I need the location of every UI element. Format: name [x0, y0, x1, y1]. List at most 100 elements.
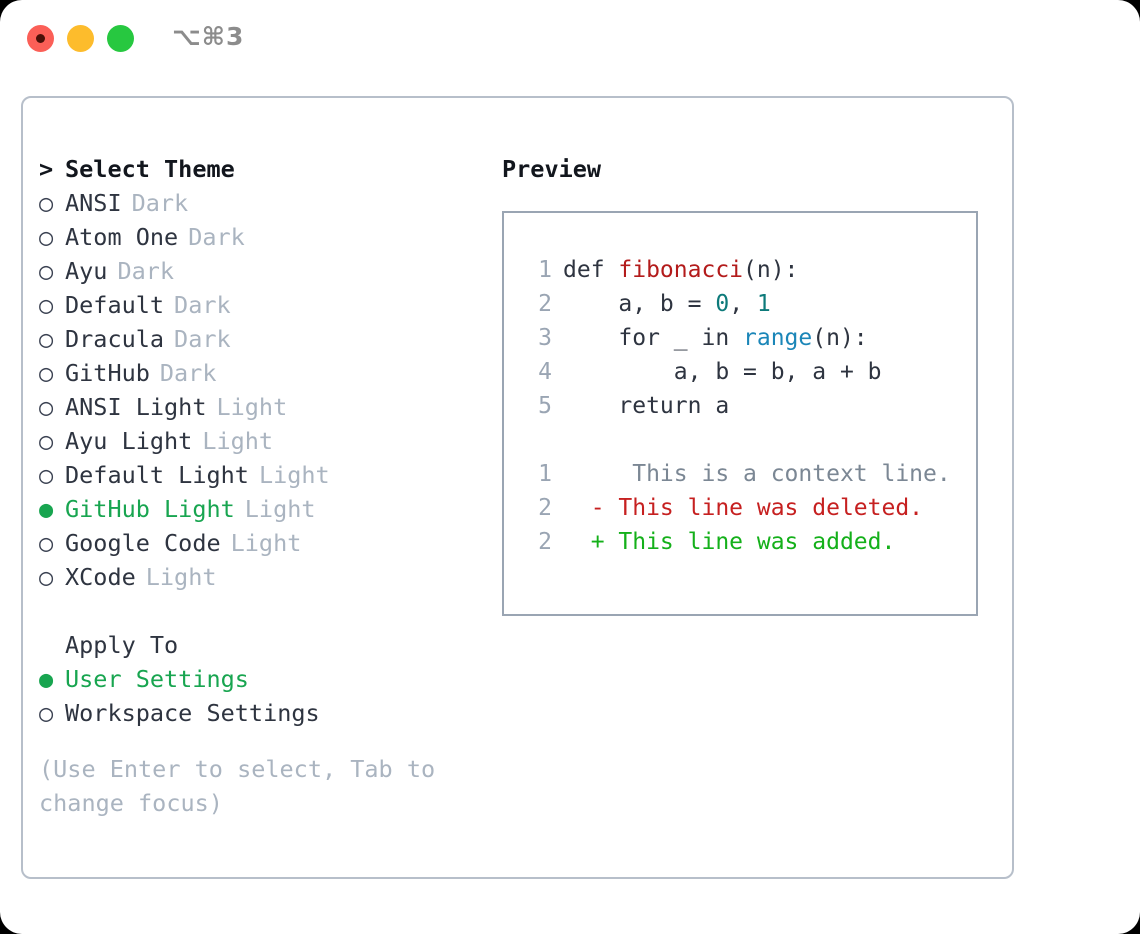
radio-unselected-icon: ○ — [39, 461, 54, 489]
code-token: (n): — [812, 325, 868, 351]
maximize-button[interactable] — [107, 25, 134, 52]
apply-to-label: Workspace Settings — [65, 699, 320, 727]
theme-variant-tag: Dark — [174, 325, 231, 353]
line-number: 5 — [538, 393, 552, 419]
radio-unselected-icon: ○ — [39, 393, 54, 421]
diff-sample: 1 This is a context line.2 - This line w… — [526, 457, 976, 559]
theme-variant-tag: Dark — [188, 223, 245, 251]
theme-variant-tag: Dark — [159, 359, 217, 387]
diff-text: This is a context line. — [563, 461, 951, 487]
caret-icon: > — [39, 155, 54, 183]
theme-list-item[interactable]: ○ Ayu Dark — [39, 254, 489, 288]
code-token: , — [729, 291, 757, 317]
select-theme-header: > Select Theme — [39, 152, 489, 186]
code-token: a, b = — [563, 291, 716, 317]
code-token: for _ in — [563, 325, 744, 351]
line-number: 4 — [538, 359, 552, 385]
help-text: (Use Enter to select, Tab to change focu… — [39, 755, 436, 817]
code-token: 1 — [756, 291, 771, 317]
theme-variant-tag: Dark — [174, 291, 231, 319]
theme-variant-tag: Light — [216, 393, 288, 421]
diff-line: 2 - This line was deleted. — [526, 491, 976, 525]
radio-unselected-icon: ○ — [39, 427, 54, 455]
line-number: 1 — [538, 461, 552, 487]
theme-list-item[interactable]: ○ Google Code Light — [39, 526, 489, 560]
radio-unselected-icon: ○ — [39, 359, 54, 387]
line-number: 1 — [538, 257, 552, 283]
theme-variant-tag: Dark — [117, 257, 175, 285]
theme-name: ANSI Light — [65, 393, 207, 421]
code-token: a, b = b, a + b — [563, 359, 882, 385]
preview-heading: Preview — [502, 155, 602, 183]
line-number: 2 — [538, 529, 552, 555]
keyboard-shortcut-label: ⌥⌘3 — [172, 22, 245, 51]
code-token: fibonacci — [618, 257, 744, 283]
theme-variant-tag: Light — [145, 563, 217, 591]
theme-list-item[interactable]: ○ ANSI Light Light — [39, 390, 489, 424]
theme-list-item[interactable]: ○ Dracula Dark — [39, 322, 489, 356]
theme-name: XCode — [65, 563, 136, 591]
list-spacer — [39, 594, 489, 628]
diff-line: 2 + This line was added. — [526, 525, 976, 559]
theme-name: Ayu — [65, 257, 108, 285]
theme-variant-tag: Light — [230, 529, 302, 557]
code-line: 5 return a — [526, 389, 976, 423]
theme-list-item[interactable]: ○ Default Light Light — [39, 458, 489, 492]
line-number: 2 — [538, 495, 552, 521]
radio-selected-icon: ● — [39, 665, 54, 693]
minimize-button[interactable] — [67, 25, 94, 52]
theme-name: ANSI — [65, 189, 122, 217]
code-diff-spacer — [526, 423, 976, 457]
code-token: def — [563, 257, 619, 283]
theme-name: Atom One — [65, 223, 179, 251]
radio-unselected-icon: ○ — [39, 291, 54, 319]
theme-name: GitHub — [65, 359, 150, 387]
diff-line: 1 This is a context line. — [526, 457, 976, 491]
code-line: 2 a, b = 0, 1 — [526, 287, 976, 321]
theme-name: Default — [65, 291, 165, 319]
radio-unselected-icon: ○ — [39, 257, 54, 285]
theme-name: Ayu Light — [65, 427, 193, 455]
code-token: range — [743, 325, 813, 351]
radio-unselected-icon: ○ — [39, 699, 54, 727]
theme-list-item[interactable]: ○ Default Dark — [39, 288, 489, 322]
theme-name: Dracula — [65, 325, 165, 353]
apply-to-title: Apply To — [65, 631, 179, 659]
theme-list-item[interactable]: ○ Ayu Light Light — [39, 424, 489, 458]
theme-name: Default Light — [65, 461, 249, 489]
code-line: 4 a, b = b, a + b — [526, 355, 976, 389]
radio-unselected-icon: ○ — [39, 529, 54, 557]
line-number: 3 — [538, 325, 552, 351]
theme-list-item[interactable]: ○ XCode Light — [39, 560, 489, 594]
theme-list-item[interactable]: ○ GitHub Dark — [39, 356, 489, 390]
diff-text: + This line was added. — [563, 529, 896, 555]
radio-unselected-icon: ○ — [39, 223, 54, 251]
apply-to-label: User Settings — [65, 665, 249, 693]
theme-variant-tag: Light — [244, 495, 316, 523]
radio-unselected-icon: ○ — [39, 563, 54, 591]
theme-name: Google Code — [65, 529, 221, 557]
theme-variant-tag: Light — [202, 427, 274, 455]
apply-to-option[interactable]: ● User Settings — [39, 662, 489, 696]
blank-marker: ○ — [39, 628, 65, 662]
radio-unselected-icon: ○ — [39, 189, 54, 217]
close-button[interactable] — [27, 25, 54, 52]
apply-to-header: ○Apply To — [39, 628, 489, 662]
line-number: 2 — [538, 291, 552, 317]
theme-list-item[interactable]: ○ Atom One Dark — [39, 220, 489, 254]
code-line: 3 for _ in range(n): — [526, 321, 976, 355]
title-bar: ⌥⌘3 — [0, 0, 1140, 78]
apply-to-option[interactable]: ○ Workspace Settings — [39, 696, 489, 730]
theme-variant-tag: Light — [258, 461, 330, 489]
radio-unselected-icon: ○ — [39, 325, 54, 353]
code-token: return a — [563, 393, 730, 419]
select-theme-title: Select Theme — [65, 155, 235, 183]
